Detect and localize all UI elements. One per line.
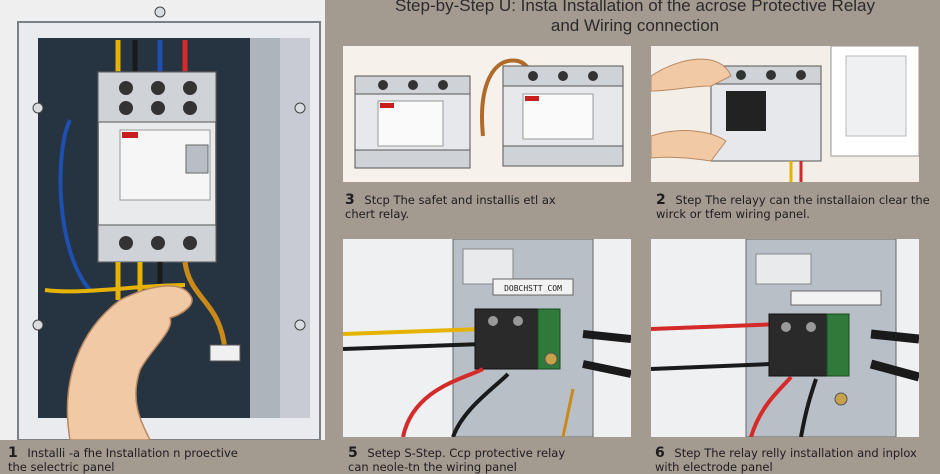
title-line-2: and Wiring connection bbox=[550, 16, 720, 35]
caption-number: 1 bbox=[8, 445, 18, 461]
step-6-line-2: with electrode panel bbox=[655, 460, 773, 474]
step-5-number: 5 bbox=[348, 445, 358, 461]
step-2-caption: 2 Step The relayy can the installaion cl… bbox=[656, 193, 940, 221]
step-5-line-2: can neole-tn the wiring panel bbox=[348, 460, 517, 474]
step-2-line-1: Step The relayy can the installaion clea… bbox=[675, 193, 930, 207]
caption-line-1: Installi -a fhe Installation n proective bbox=[27, 446, 238, 460]
screw-icon bbox=[294, 319, 306, 331]
page-title: Step-by-Step U: Insta Installation of th… bbox=[330, 0, 940, 36]
main-panel-illustration bbox=[0, 0, 325, 440]
step-2-number: 2 bbox=[656, 192, 666, 208]
hands-mounting-relay-drawing bbox=[651, 46, 919, 182]
step-3-line-2: chert relay. bbox=[345, 207, 410, 221]
step-2-illustration bbox=[651, 46, 919, 182]
electrical-cabinet-drawing bbox=[17, 6, 321, 440]
two-relays-drawing bbox=[354, 58, 624, 169]
caption-line-2: the selectric panel bbox=[8, 460, 115, 474]
step-5-line-1: Setep S-Step. Ccp protective relay bbox=[367, 446, 566, 460]
step-6-illustration bbox=[651, 239, 919, 437]
screw-icon bbox=[154, 6, 166, 18]
title-line-1: Step-by-Step U: Insta Installation of th… bbox=[394, 0, 876, 15]
step-3-illustration bbox=[343, 46, 631, 182]
step-5-illustration: DOBCHSTT COM bbox=[343, 239, 631, 437]
step-6-number: 6 bbox=[655, 445, 665, 461]
screw-icon bbox=[32, 102, 44, 114]
relay-label-text: DOBCHSTT COM bbox=[504, 284, 562, 293]
step-3-number: 3 bbox=[345, 192, 355, 208]
relay-din-rail-wiring-drawing: DOBCHSTT COM bbox=[343, 239, 631, 437]
relay-panel-wiring-drawing bbox=[651, 239, 919, 437]
screw-icon bbox=[294, 102, 306, 114]
screw-icon bbox=[32, 319, 44, 331]
step-2-line-2: wirck or tfem wiring panel. bbox=[656, 207, 810, 221]
step-3-caption: 3 Stcp The safet and installis etl ax ch… bbox=[345, 193, 635, 221]
step-3-line-1: Stcp The safet and installis etl ax bbox=[364, 193, 556, 207]
step-6-line-1: Step The relay relly installation and in… bbox=[674, 446, 917, 460]
